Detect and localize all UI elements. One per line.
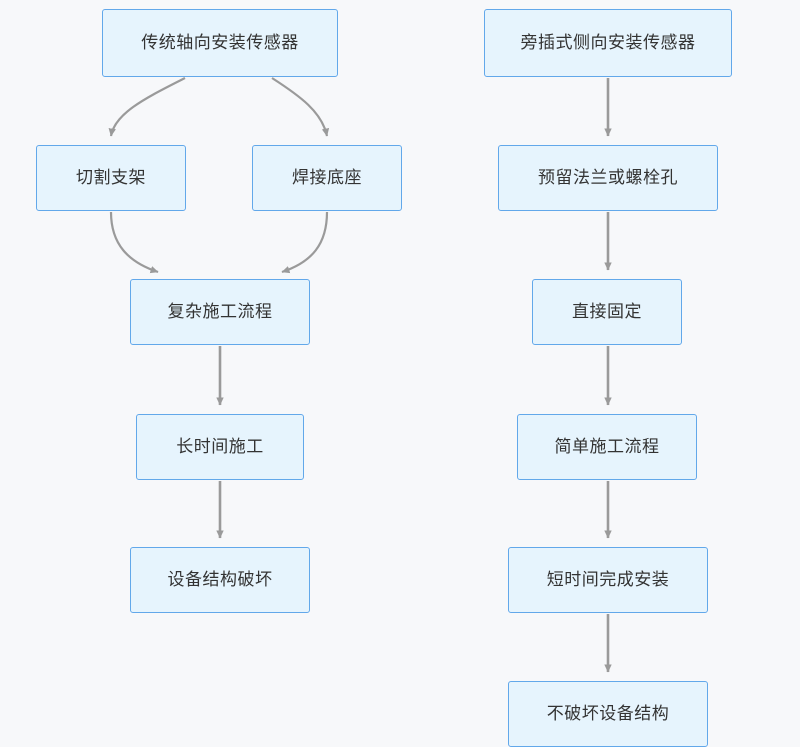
- edge-n1-n2: [108, 77, 186, 137]
- node-complex-construction-process[interactable]: 复杂施工流程: [130, 279, 310, 345]
- node-direct-fixing[interactable]: 直接固定: [532, 279, 682, 345]
- node-no-equipment-structure-damage[interactable]: 不破坏设备结构: [508, 681, 708, 747]
- edge-n1-n3: [271, 77, 330, 137]
- node-long-construction-time[interactable]: 长时间施工: [136, 414, 304, 480]
- node-weld-base[interactable]: 焊接底座: [252, 145, 402, 211]
- node-short-time-installation[interactable]: 短时间完成安装: [508, 547, 708, 613]
- node-simple-construction-process[interactable]: 简单施工流程: [517, 414, 697, 480]
- node-equipment-structure-damage[interactable]: 设备结构破坏: [130, 547, 310, 613]
- node-cut-bracket[interactable]: 切割支架: [36, 145, 186, 211]
- edge-n2-n4: [109, 211, 159, 274]
- node-side-insert-lateral-sensor[interactable]: 旁插式侧向安装传感器: [484, 9, 732, 77]
- edge-n3-n4: [281, 211, 329, 274]
- node-traditional-axial-sensor[interactable]: 传统轴向安装传感器: [102, 9, 338, 77]
- node-reserved-flange-or-bolt-hole[interactable]: 预留法兰或螺栓孔: [498, 145, 718, 211]
